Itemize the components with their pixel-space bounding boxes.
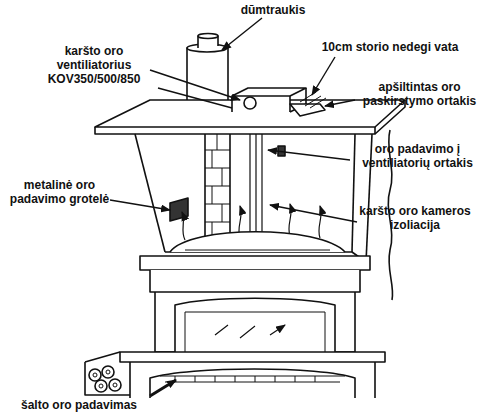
part-label: apšiltintas oro paskirstymo ortakis xyxy=(352,80,487,108)
part-label: karšto oro ventiliatorius KOV350/500/850 xyxy=(30,44,158,86)
part-label: šalto oro padavimas xyxy=(4,398,154,412)
part-label: 10cm storio nedegi vata xyxy=(300,40,480,54)
part-label: oro padavimo į ventiliatorių ortakis xyxy=(345,142,490,170)
part-label: dūmtraukis xyxy=(228,3,318,17)
part-label: karšto oro kameros izoliacija xyxy=(356,204,474,232)
part-label: metalinė oro padavimo grotelė xyxy=(2,178,117,206)
